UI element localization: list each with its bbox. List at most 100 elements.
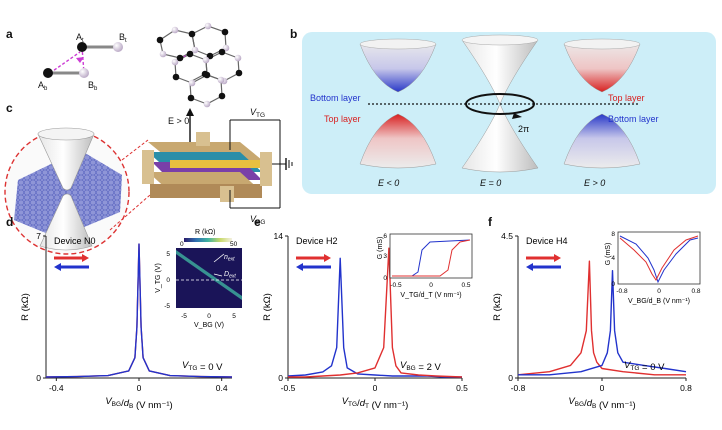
sweep-arrowhead-backward-2 — [526, 263, 533, 271]
inset-f-xtick-2: 0.8 — [691, 288, 700, 295]
inset-d-ytick-2: -5 — [164, 303, 170, 310]
vtg-label: VTG — [250, 107, 265, 119]
device-label-2: Device H4 — [526, 236, 568, 246]
y-axis-label-1: R (kΩ) — [262, 293, 273, 321]
inset-heatmap-d — [176, 238, 242, 308]
bottom-layer-right: Bottom layer — [608, 114, 659, 124]
inset-e-ytick-1: 3 — [383, 253, 387, 260]
panel-label-d: d — [6, 215, 13, 229]
inset-d-xtick-0: -5 — [181, 313, 187, 320]
label-b-bottom: Bb — [88, 80, 98, 92]
inset-d-ytick-0: 5 — [166, 251, 170, 258]
x-tick-label-2-1: 0 — [600, 383, 605, 393]
bottom-layer-left: Bottom layer — [310, 93, 361, 103]
label-b-top: Bt — [119, 32, 127, 44]
inset-d-n-label: next — [224, 254, 235, 263]
inset-conductance-f — [617, 231, 701, 285]
bilayer-lattice — [159, 25, 240, 105]
inset-f-ytick-2: 8 — [611, 231, 615, 238]
lattice-atoms — [156, 22, 243, 108]
top-layer-left: Top layer — [324, 114, 361, 124]
series-line-0-1 — [45, 243, 233, 378]
label-a-top: At — [76, 32, 84, 44]
inset-e-ytick-2: 6 — [383, 233, 387, 240]
sweep-arrowhead-forward-2 — [554, 254, 561, 262]
panel-label-b: b — [290, 27, 297, 41]
atom-b-bottom — [79, 68, 89, 78]
atomic-unit-cell: At Bt Ab Bb — [38, 32, 127, 92]
inset-d-xtick-2: 5 — [232, 313, 236, 320]
inset-d-ylabel: V_TG (V) — [155, 263, 162, 293]
y-tick-label-2-1: 4.5 — [501, 231, 513, 241]
inset-e-xtick-2: 0.5 — [461, 282, 470, 289]
sweep-arrowhead-forward-1 — [324, 254, 331, 262]
y-tick-label-1-1: 14 — [274, 231, 284, 241]
y-axis-label-2: R (kΩ) — [492, 293, 503, 321]
panel-label-f: f — [488, 215, 493, 229]
series-line-1-0 — [287, 257, 462, 378]
bias-annotation-1: VBG = 2 V — [400, 360, 441, 373]
inset-f-ytick-0: 0 — [611, 281, 615, 288]
inset-e-xtick-0: -0.5 — [390, 282, 402, 289]
y-tick-label-0-1: 7 — [36, 231, 41, 241]
device-schematic — [142, 108, 293, 209]
inset-f-xtick-1: 0 — [657, 288, 661, 295]
panel-label-c: c — [6, 101, 13, 115]
x-tick-label-1-0: -0.5 — [281, 383, 296, 393]
band-cones — [359, 34, 641, 173]
inset-f-xtick-0: -0.8 — [616, 288, 628, 295]
inset-e-xlabel: V_TG/d_T (V nm⁻¹) — [400, 292, 461, 299]
inset-d-cbar-max: 50 — [230, 241, 238, 248]
y-tick-label-2-0: 0 — [508, 373, 513, 383]
inset-d-d-label: Dext — [224, 271, 236, 280]
sweep-arrowhead-backward-0 — [54, 263, 61, 271]
x-tick-label-2-2: 0.8 — [680, 383, 692, 393]
bias-annotation-2: VTG = 0 V — [624, 360, 665, 373]
atom-a-bottom — [43, 68, 53, 78]
label-a-bottom: Ab — [38, 80, 48, 92]
x-tick-label-2-0: -0.8 — [511, 383, 526, 393]
panel-label-e: e — [254, 215, 261, 229]
y-axis-label-0: R (kΩ) — [20, 293, 31, 321]
top-layer-right: Top layer — [608, 93, 645, 103]
x-tick-label-0-1: 0 — [137, 383, 142, 393]
y-tick-label-1-0: 0 — [278, 373, 283, 383]
atom-b-top — [113, 42, 123, 52]
y-tick-label-0-0: 0 — [36, 373, 41, 383]
inset-d-cbar-min: 0 — [180, 241, 184, 248]
x-tick-label-0-2: 0.4 — [216, 383, 228, 393]
inset-d-xlabel: V_BG (V) — [194, 322, 224, 329]
sweep-arrowhead-backward-1 — [296, 263, 303, 271]
series-line-2-0 — [517, 260, 686, 376]
field-label: E > 0 — [168, 116, 189, 126]
panel-label-a: a — [6, 27, 13, 41]
e-negative-label: E < 0 — [378, 178, 399, 188]
x-tick-label-1-2: 0.5 — [456, 383, 468, 393]
x-axis-label-0: VBG/dB (V nm⁻¹) — [105, 396, 172, 411]
dirac-cone-zoom — [4, 127, 151, 255]
inset-d-ytick-1: 0 — [166, 277, 170, 284]
inset-f-ytick-1: 4 — [611, 255, 615, 262]
winding-label: 2π — [518, 124, 529, 134]
inset-e-ylabel: G (mS) — [377, 237, 384, 260]
inset-e-ytick-0: 0 — [383, 275, 387, 282]
x-tick-label-1-1: 0 — [373, 383, 378, 393]
atom-a-top — [77, 42, 87, 52]
x-axis-label-1: VTG/dT (V nm⁻¹) — [342, 396, 409, 411]
inset-conductance-e — [389, 233, 473, 279]
x-axis-label-2: VBG/dB (V nm⁻¹) — [568, 396, 635, 411]
device-label-1: Device H2 — [296, 236, 338, 246]
e-zero-label: E = 0 — [480, 178, 501, 188]
bias-annotation-0: VTG = 0 V — [182, 360, 223, 373]
inset-f-xlabel: V_BG/d_B (V nm⁻¹) — [628, 298, 690, 305]
inset-d-xtick-1: 0 — [207, 313, 211, 320]
device-label-0: Device N0 — [54, 236, 96, 246]
x-tick-label-0-0: -0.4 — [49, 383, 64, 393]
sweep-arrowhead-forward-0 — [82, 254, 89, 262]
inset-d-title: R (kΩ) — [195, 229, 215, 236]
e-positive-label: E > 0 — [584, 178, 605, 188]
inset-f-ylabel: G (mS) — [605, 243, 612, 266]
vbg-label: VBG — [250, 214, 265, 226]
